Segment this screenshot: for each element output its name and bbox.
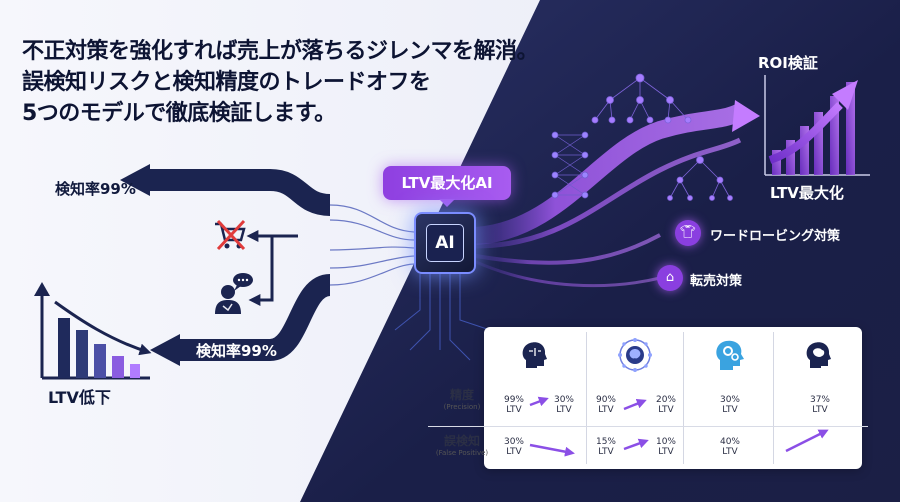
trend-arrows: [529, 396, 829, 457]
headline-line-1: 不正対策を強化すれば売上が落ちるジレンマを解消。: [22, 39, 539, 64]
shirt-icon: 👕︎: [675, 220, 701, 246]
model-2-precision-before: 90%LTV: [595, 395, 616, 416]
row-label-precision-sub: (Precision): [443, 403, 481, 411]
feature-resale: 転売対策: [690, 274, 743, 289]
model-4-precision: 37%LTV: [809, 395, 830, 416]
row-label-precision-main: 精度: [449, 388, 474, 402]
bottom-arrow-label: 検知率99%: [196, 342, 277, 360]
model-2-precision-after: 20%LTV: [655, 395, 676, 416]
ltv-decrease-label: LTV低下: [48, 388, 111, 407]
model-2-fp-arrow: [623, 438, 649, 451]
store-icon: ⌂: [657, 265, 683, 291]
headline-line-2: 誤検知リスクと検知精度のトレードオフを: [22, 70, 431, 96]
model-4-fp-arrow: [785, 429, 829, 453]
model-1-false-positive: 30%LTV: [503, 437, 524, 458]
model-1-fp-arrow: [529, 443, 575, 457]
row-label-precision: 精度 (Precision): [418, 386, 506, 411]
frustrated-customer-icon: [215, 273, 253, 314]
cart-blocked-icon: [215, 219, 246, 251]
model-head-2-icon: [806, 342, 831, 368]
model-2-false-positive-after: 10%LTV: [655, 437, 676, 458]
row-label-false-positive-sub: (False Positive): [435, 449, 489, 457]
model-1-precision-arrow: [529, 396, 549, 407]
top-arrow-label: 検知率99%: [55, 180, 136, 198]
ltv-maximization-ai-badge: LTV最大化AI: [383, 166, 511, 207]
roi-verification-label: ROI検証: [758, 54, 818, 72]
row-label-false-positive: 誤検知 (False Positive): [418, 432, 506, 457]
model-1-precision-before: 99%LTV: [503, 395, 524, 416]
headline-line-3: 5つのモデルで徹底検証します。: [22, 101, 336, 127]
model-2-precision-arrow: [623, 398, 647, 411]
ltv-maximization-label: LTV最大化: [770, 184, 844, 202]
model-3-precision: 30%LTV: [719, 395, 740, 416]
model-2-false-positive-before: 15%LTV: [595, 437, 616, 458]
model-brain-icon: [618, 338, 652, 372]
model-3-false-positive: 40%LTV: [719, 437, 740, 458]
model-1-precision-after: 30%LTV: [553, 395, 574, 416]
model-head-1-icon: [522, 342, 547, 368]
row-divider: [428, 426, 868, 427]
row-label-false-positive-main: 誤検知: [443, 434, 480, 448]
model-gears-icon: [716, 340, 744, 370]
feature-wardrobing: ワードロービング対策: [710, 229, 841, 244]
ai-chip-label: AI: [426, 224, 464, 262]
headline: 不正対策を強化すれば売上が落ちるジレンマを解消。 誤検知リスクと検知精度のトレー…: [22, 36, 542, 130]
ai-chip: AI: [414, 212, 476, 274]
